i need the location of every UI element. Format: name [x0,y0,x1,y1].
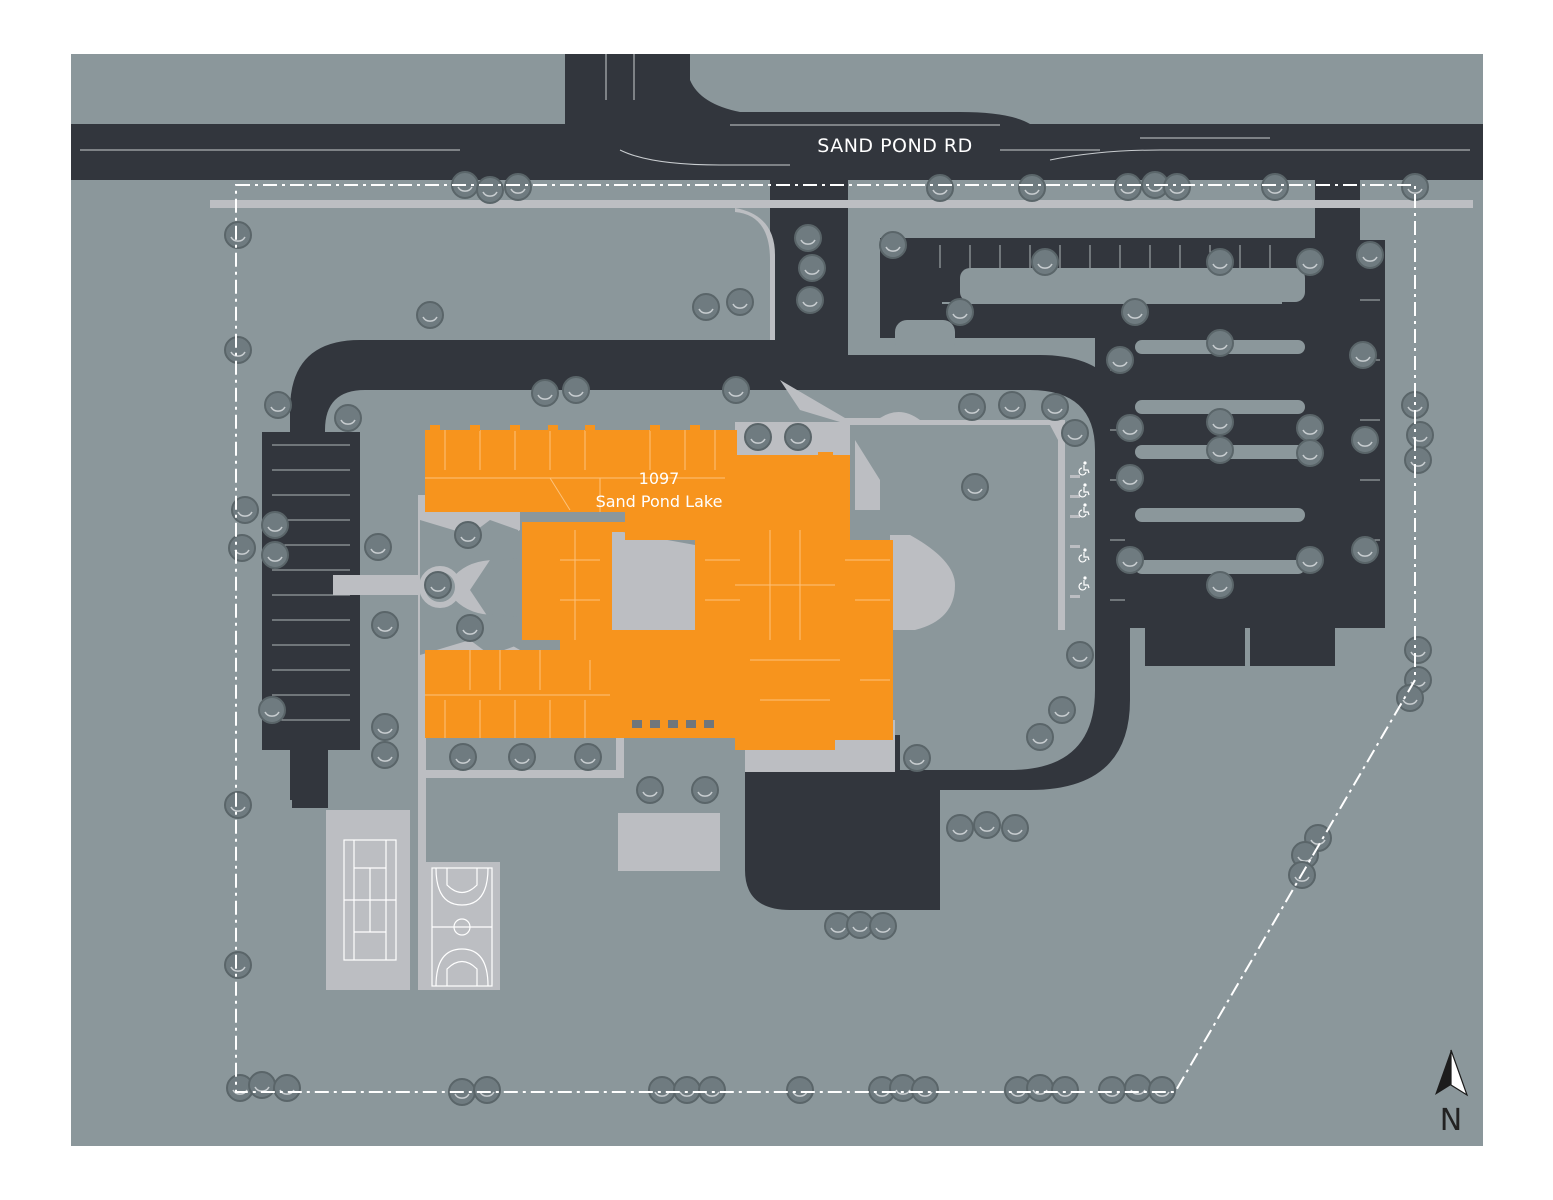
basketball-court-icon [431,867,493,987]
building-footprint [425,430,893,750]
property-boundary [235,184,1416,1093]
north-arrow-icon [1435,1049,1469,1097]
road-markings [80,54,1470,166]
building-notches [430,425,700,431]
road-label: SAND POND RD [817,135,972,157]
north-label: N [1440,1103,1462,1138]
building-interior-lines [425,430,890,738]
service-building [632,720,714,728]
building-number: 1097 [639,469,680,488]
building-name: Sand Pond Lake [596,492,723,511]
accessible-parking-icon [1070,460,1090,598]
tennis-court-icon [343,839,397,961]
